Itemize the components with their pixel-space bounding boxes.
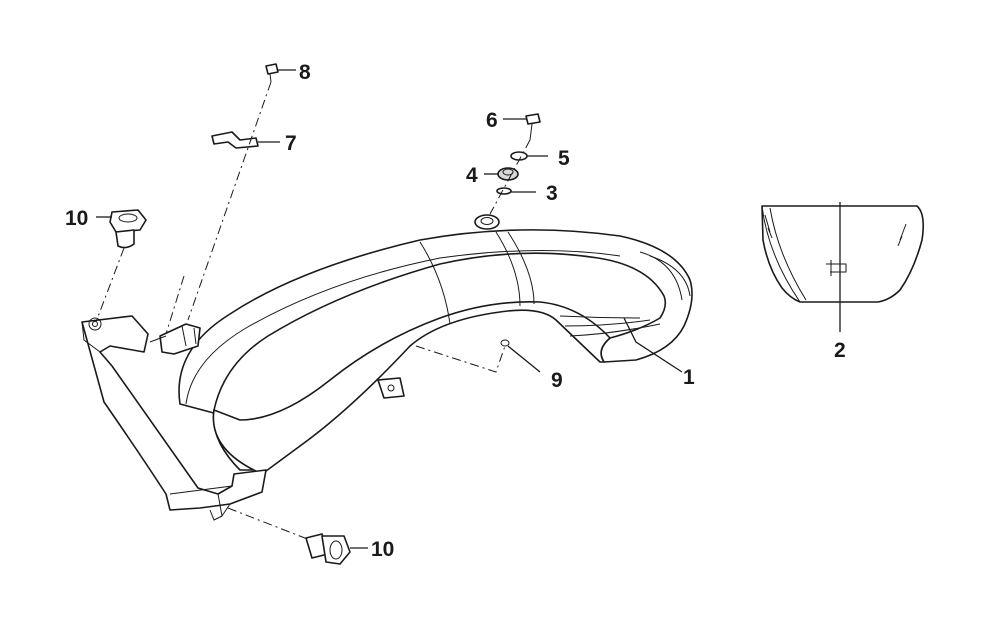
- assembly-line-10-upper: [95, 247, 125, 323]
- callout-7: 7: [285, 132, 297, 155]
- callout-8: 8: [299, 61, 311, 84]
- assembly-line-9: [415, 345, 506, 373]
- leader-9: [507, 345, 541, 373]
- mud-flap-part: [761, 205, 924, 303]
- clip-7: [211, 131, 259, 149]
- screw-8: [265, 63, 279, 83]
- nut-4: [497, 167, 519, 181]
- assembly-line-3-6: [489, 139, 531, 215]
- callout-5: 5: [558, 147, 570, 170]
- bolt-6: [525, 113, 541, 141]
- bolt-10-lower: [305, 533, 351, 565]
- callout-3: 3: [546, 182, 558, 205]
- assembly-line-8: [187, 81, 272, 321]
- assembly-line-10-lower: [227, 507, 311, 541]
- callout-2: 2: [834, 339, 846, 362]
- callout-1: 1: [683, 366, 695, 389]
- washer-5: [510, 151, 528, 161]
- callout-10-lower: 10: [371, 538, 394, 561]
- bolt-10-upper: [109, 209, 147, 249]
- callout-4: 4: [466, 164, 478, 187]
- front-fender-part: [178, 214, 693, 475]
- callout-9: 9: [551, 369, 563, 392]
- callout-10-upper: 10: [65, 207, 88, 230]
- fender-stay-bracket: [81, 315, 267, 521]
- callout-6: 6: [486, 109, 498, 132]
- fender-leader: [623, 317, 683, 373]
- ring-3: [496, 187, 512, 195]
